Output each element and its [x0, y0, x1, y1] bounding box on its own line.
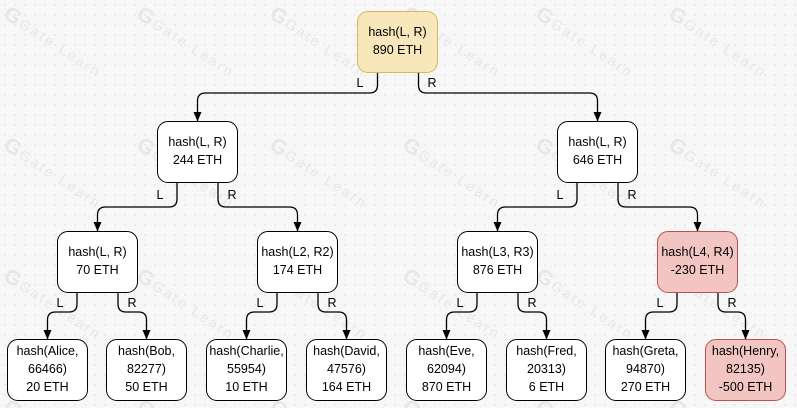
edge-label-l: L: [56, 296, 64, 310]
node-sum-label: 270 ETH: [620, 379, 671, 394]
node-sum-label: 164 ETH: [321, 379, 372, 394]
node-internal-negative-230: hash(L4, R4) -230 ETH: [657, 231, 738, 293]
node-hash-label: hash(Eve, 62094): [418, 344, 475, 377]
node-hash-label: hash(L, R): [568, 135, 627, 150]
edge-label-r: R: [227, 188, 237, 202]
node-hash-label: hash(David, 47576): [313, 344, 380, 377]
node-sum-label: -230 ETH: [670, 263, 725, 277]
edge-174-right: [317, 293, 351, 340]
node-leaf-henry-negative: hash(Henry, 82135) -500 ETH: [705, 339, 786, 401]
node-hash-label: hash(L3, R3): [461, 245, 534, 260]
node-leaf-david: hash(David, 47576) 164 ETH: [306, 339, 387, 401]
edge-label-l: L: [256, 296, 264, 310]
edge-label-l: L: [156, 188, 164, 202]
node-leaf-bob: hash(Bob, 82277) 50 ETH: [106, 339, 187, 401]
edge-root-right: [417, 73, 602, 122]
node-sum-label: 876 ETH: [472, 263, 523, 277]
node-leaf-alice: hash(Alice, 66466) 20 ETH: [7, 339, 88, 401]
node-hash-label: hash(Alice, 66466): [16, 344, 79, 377]
node-internal-174: hash(L2, R2) 174 ETH: [257, 231, 338, 293]
node-root: hash(L, R) 890 ETH: [357, 11, 438, 73]
edge-230-right: [717, 293, 750, 340]
edge-label-r: R: [427, 76, 437, 90]
edge-244-right: [217, 183, 302, 232]
node-sum-label: 6 ETH: [528, 379, 565, 394]
edge-876-left: [442, 293, 478, 340]
edge-70-right: [117, 293, 151, 340]
node-hash-label: hash(Charlie, 55954): [209, 344, 284, 377]
node-sum-label: -500 ETH: [718, 379, 773, 394]
node-hash-label: hash(Greta, 94870): [612, 344, 679, 377]
edge-label-r: R: [527, 296, 537, 310]
node-internal-70: hash(L, R) 70 ETH: [57, 231, 138, 293]
node-internal-876: hash(L3, R3) 876 ETH: [457, 231, 538, 293]
node-sum-label: 20 ETH: [26, 379, 69, 394]
edge-70-left: [43, 293, 78, 340]
node-internal-244: hash(L, R) 244 ETH: [157, 121, 238, 183]
node-sum-label: 10 ETH: [225, 379, 268, 394]
edge-646-left: [493, 183, 578, 232]
node-leaf-fred: hash(Fred, 20313) 6 ETH: [506, 339, 587, 401]
edge-label-r: R: [327, 296, 337, 310]
node-leaf-charlie: hash(Charlie, 55954) 10 ETH: [206, 339, 287, 401]
node-hash-label: hash(L, R): [368, 25, 427, 40]
node-sum-label: 70 ETH: [76, 263, 119, 277]
edge-label-r: R: [727, 296, 737, 310]
node-hash-label: hash(L, R): [168, 135, 227, 150]
node-hash-label: hash(Fred, 20313): [516, 344, 577, 377]
edge-876-right: [517, 293, 551, 340]
node-sum-label: 244 ETH: [172, 153, 223, 167]
edge-root-left: [193, 73, 379, 122]
edge-label-r: R: [627, 188, 637, 202]
edge-label-l: L: [656, 296, 664, 310]
node-sum-label: 174 ETH: [272, 263, 323, 277]
node-leaf-eve: hash(Eve, 62094) 870 ETH: [406, 339, 487, 401]
node-hash-label: hash(L, R): [68, 245, 127, 260]
edge-174-left: [242, 293, 278, 340]
edge-label-l: L: [356, 76, 364, 90]
edge-label-l: L: [556, 188, 564, 202]
node-sum-label: 50 ETH: [125, 379, 168, 394]
node-sum-label: 870 ETH: [421, 379, 472, 394]
node-internal-646: hash(L, R) 646 ETH: [557, 121, 638, 183]
node-hash-label: hash(L4, R4): [661, 245, 734, 260]
node-hash-label: hash(Henry, 82135): [711, 344, 780, 377]
edge-646-right: [617, 183, 702, 232]
node-hash-label: hash(L2, R2): [261, 245, 334, 260]
node-leaf-greta: hash(Greta, 94870) 270 ETH: [605, 339, 686, 401]
node-hash-label: hash(Bob, 82277): [118, 344, 175, 377]
edge-244-left: [93, 183, 178, 232]
node-sum-label: 646 ETH: [572, 153, 623, 167]
node-sum-label: 890 ETH: [372, 43, 423, 57]
edge-230-left: [641, 293, 678, 340]
edge-label-l: L: [456, 296, 464, 310]
edge-label-r: R: [127, 296, 137, 310]
